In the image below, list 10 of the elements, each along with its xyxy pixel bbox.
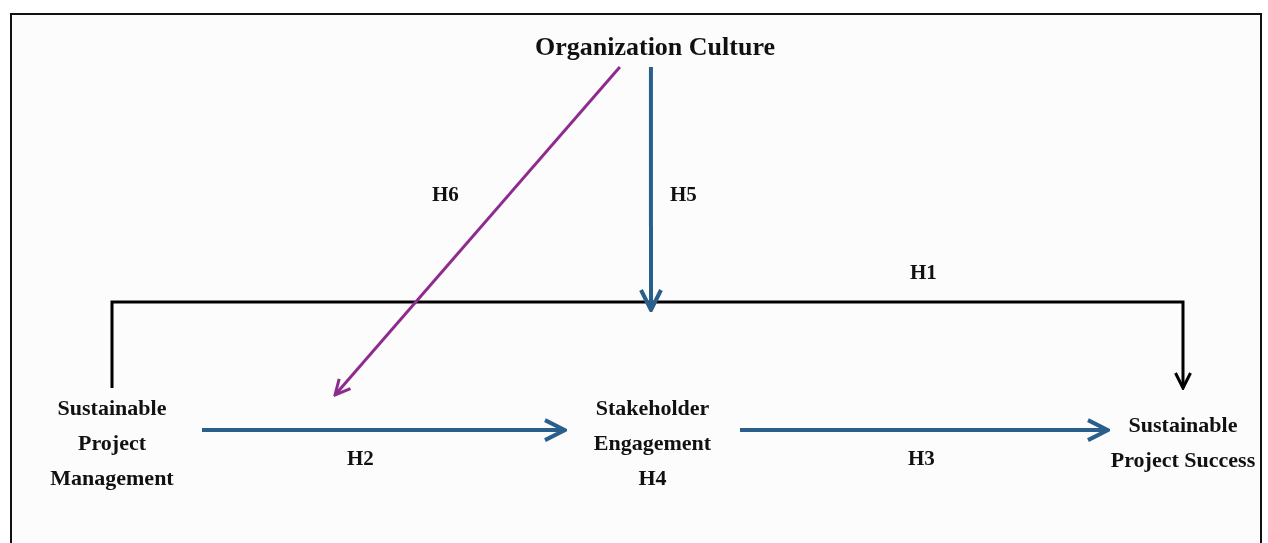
arrow — [202, 418, 567, 443]
node-label: Organization Culture — [535, 30, 775, 63]
arrow — [110, 300, 1192, 390]
node-label: Sustainable Project Management — [49, 393, 175, 492]
arrow — [740, 418, 1110, 443]
arrow — [333, 66, 621, 397]
node-label: Sustainable Project Success — [1109, 411, 1257, 474]
arrow — [639, 67, 663, 312]
node-label: H4 — [638, 463, 667, 492]
node-label: Stakeholder Engagement — [592, 393, 713, 457]
